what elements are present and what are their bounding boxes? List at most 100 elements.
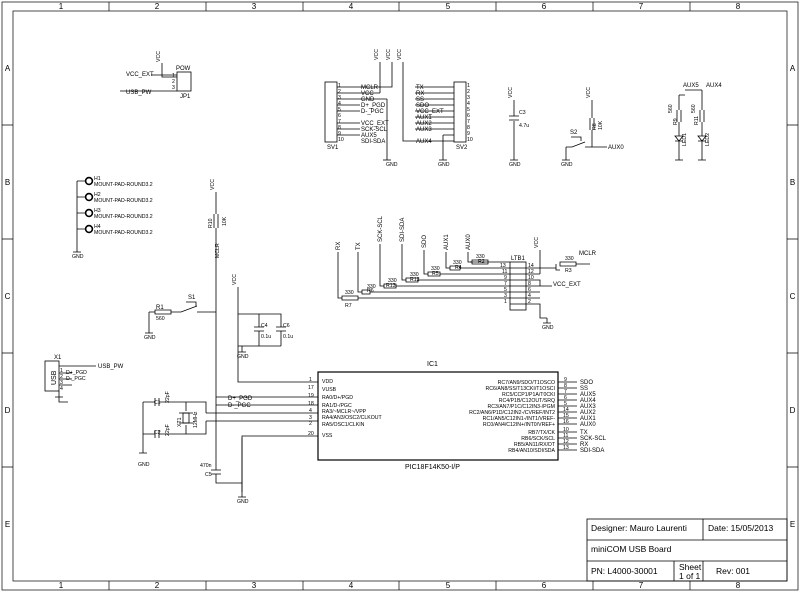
signal-label: VCC_EXT xyxy=(361,121,389,127)
col-label: 4 xyxy=(349,581,354,590)
net-label: AUX1 xyxy=(580,416,596,422)
designer-label: Designer: Mauro Laurenti xyxy=(591,523,687,533)
gnd-label: GND xyxy=(237,354,249,360)
microcontroller-ic1: IC1 PIC18F14K50-I/P VDD VUSB RA0/D+/PGD … xyxy=(308,361,607,471)
s2-ref: S2 xyxy=(570,130,578,136)
pin-name: RB4/AN10/SDI/SDA xyxy=(508,448,555,454)
h4-label: H4 xyxy=(94,224,101,230)
capacitor-c3: VCC C3 4.7u GND xyxy=(508,87,529,168)
vcc-label: VCC xyxy=(508,87,514,98)
mount-value: MOUNT-PAD-ROUND3.2 xyxy=(94,182,153,188)
net-label: AUX1 xyxy=(444,234,450,250)
net-label: SDI-SDA xyxy=(400,218,406,242)
pin-number: 19 xyxy=(308,393,314,399)
signal-label: D+_PGD xyxy=(361,103,386,109)
signal-label: AUX2 xyxy=(416,121,432,127)
frame-column-labels-top: 1 2 3 4 5 6 7 8 xyxy=(59,2,741,11)
project-title: miniCOM USB Board xyxy=(591,544,672,554)
net-label: SDO xyxy=(422,235,428,248)
dp-label: D+_PGD xyxy=(66,370,87,376)
pin-name: VSS xyxy=(322,433,333,439)
net-label: RX xyxy=(336,242,342,250)
pin: 1 xyxy=(467,83,470,89)
r3-ref: R3 xyxy=(565,268,572,274)
c2-ref: C2 xyxy=(154,430,161,436)
switch-s2: VCC R8 10K S2 AUX0 GND xyxy=(561,87,624,168)
col-label: 3 xyxy=(252,2,257,11)
pin: 9 xyxy=(504,275,507,281)
row-label: C xyxy=(790,292,796,301)
pin-number: 18 xyxy=(308,401,314,407)
col-label: 6 xyxy=(542,581,547,590)
resistor-ref: R12 xyxy=(410,277,420,283)
crystal-oscillator: C1 22pF C2 22pF XT1 12MHz GND 470n C5 GN… xyxy=(138,391,318,505)
h1-label: H1 xyxy=(94,176,101,182)
aux4-label: AUX4 xyxy=(706,83,722,89)
pin-name: RC1/AN5/C12IN1-/INT1/VREF- xyxy=(483,416,556,422)
r11-ref: R11 xyxy=(694,116,700,125)
col-label: 3 xyxy=(252,581,257,590)
col-label: 7 xyxy=(639,2,644,11)
r9-ref: R9 xyxy=(673,118,679,125)
mount-value: MOUNT-PAD-ROUND3.2 xyxy=(94,198,153,204)
pin-number: 9 xyxy=(564,377,567,383)
row-label: D xyxy=(790,406,796,415)
ic1-part: PIC18F14K50-I/P xyxy=(405,464,460,471)
pin: 1 xyxy=(338,83,341,89)
pin-number: 6 xyxy=(564,395,567,401)
pin-number: 20 xyxy=(308,431,314,437)
resistor-value: 330 xyxy=(388,278,397,284)
pin-name: VDD xyxy=(322,379,333,385)
aux0-label: AUX0 xyxy=(608,145,624,151)
pin: 9 xyxy=(338,131,341,137)
pin: 10 xyxy=(467,137,473,143)
col-label: 7 xyxy=(639,581,644,590)
pin-number: 5 xyxy=(564,401,567,407)
c1-ref: C1 xyxy=(154,400,161,406)
led2-ref: LED2 xyxy=(705,133,711,146)
s1-ref: S1 xyxy=(188,295,196,301)
r1-ref: R1 xyxy=(156,305,164,311)
resistor-ref: R5 xyxy=(432,271,439,277)
signal-label: AUX4 xyxy=(416,139,432,145)
vcc-label: VCC xyxy=(386,49,392,60)
aux5-label: AUX5 xyxy=(683,83,699,89)
sheet-count: 1 of 1 xyxy=(679,571,701,581)
col-label: 2 xyxy=(155,581,160,590)
signal-label: GND xyxy=(361,97,375,103)
usb-pw-label: USB_PW xyxy=(98,364,124,370)
signal-label: SDO xyxy=(416,103,429,109)
led-section: AUX5 AUX4 R9 560 R11 560 LED1 LED2 xyxy=(668,83,722,161)
pin-name: RC7/AN9/SDO/T1OSCO xyxy=(498,380,555,386)
resistor-value: 330 xyxy=(431,266,440,272)
pin-number: 10 xyxy=(563,427,569,433)
gnd-label: GND xyxy=(144,335,156,341)
signal-label: SCK-SCL xyxy=(361,127,388,133)
pin: 8 xyxy=(338,125,341,131)
pin-name: RC2/AN6/P1D/C12IN2-/CVREF/INT2 xyxy=(469,410,555,416)
pin: 3 xyxy=(338,95,341,101)
pin: 6 xyxy=(528,287,531,293)
pin: 3 xyxy=(504,293,507,299)
col-label: 2 xyxy=(155,2,160,11)
gnd-label: GND xyxy=(438,162,450,168)
vcc-label: VCC xyxy=(534,237,540,248)
row-label: D xyxy=(5,406,11,415)
pin: 6 xyxy=(467,113,470,119)
signal-label: D-_PGC xyxy=(361,109,384,115)
pin: 1 xyxy=(60,368,63,374)
pin: 12 xyxy=(528,269,534,275)
led1-ref: LED1 xyxy=(682,133,688,146)
resistor-ref: R4 xyxy=(455,265,462,271)
col-label: 1 xyxy=(59,581,64,590)
gnd-label: GND xyxy=(561,162,573,168)
c6-ref: C6 xyxy=(283,323,290,329)
net-label: AUX0 xyxy=(466,234,472,250)
pin-number: 13 xyxy=(563,445,569,451)
pin-number: 4 xyxy=(309,408,312,414)
pin-number: 14 xyxy=(563,407,569,413)
c1-value: 22pF xyxy=(165,391,171,403)
pin: 13 xyxy=(500,263,506,269)
pin: 2 xyxy=(60,374,63,380)
